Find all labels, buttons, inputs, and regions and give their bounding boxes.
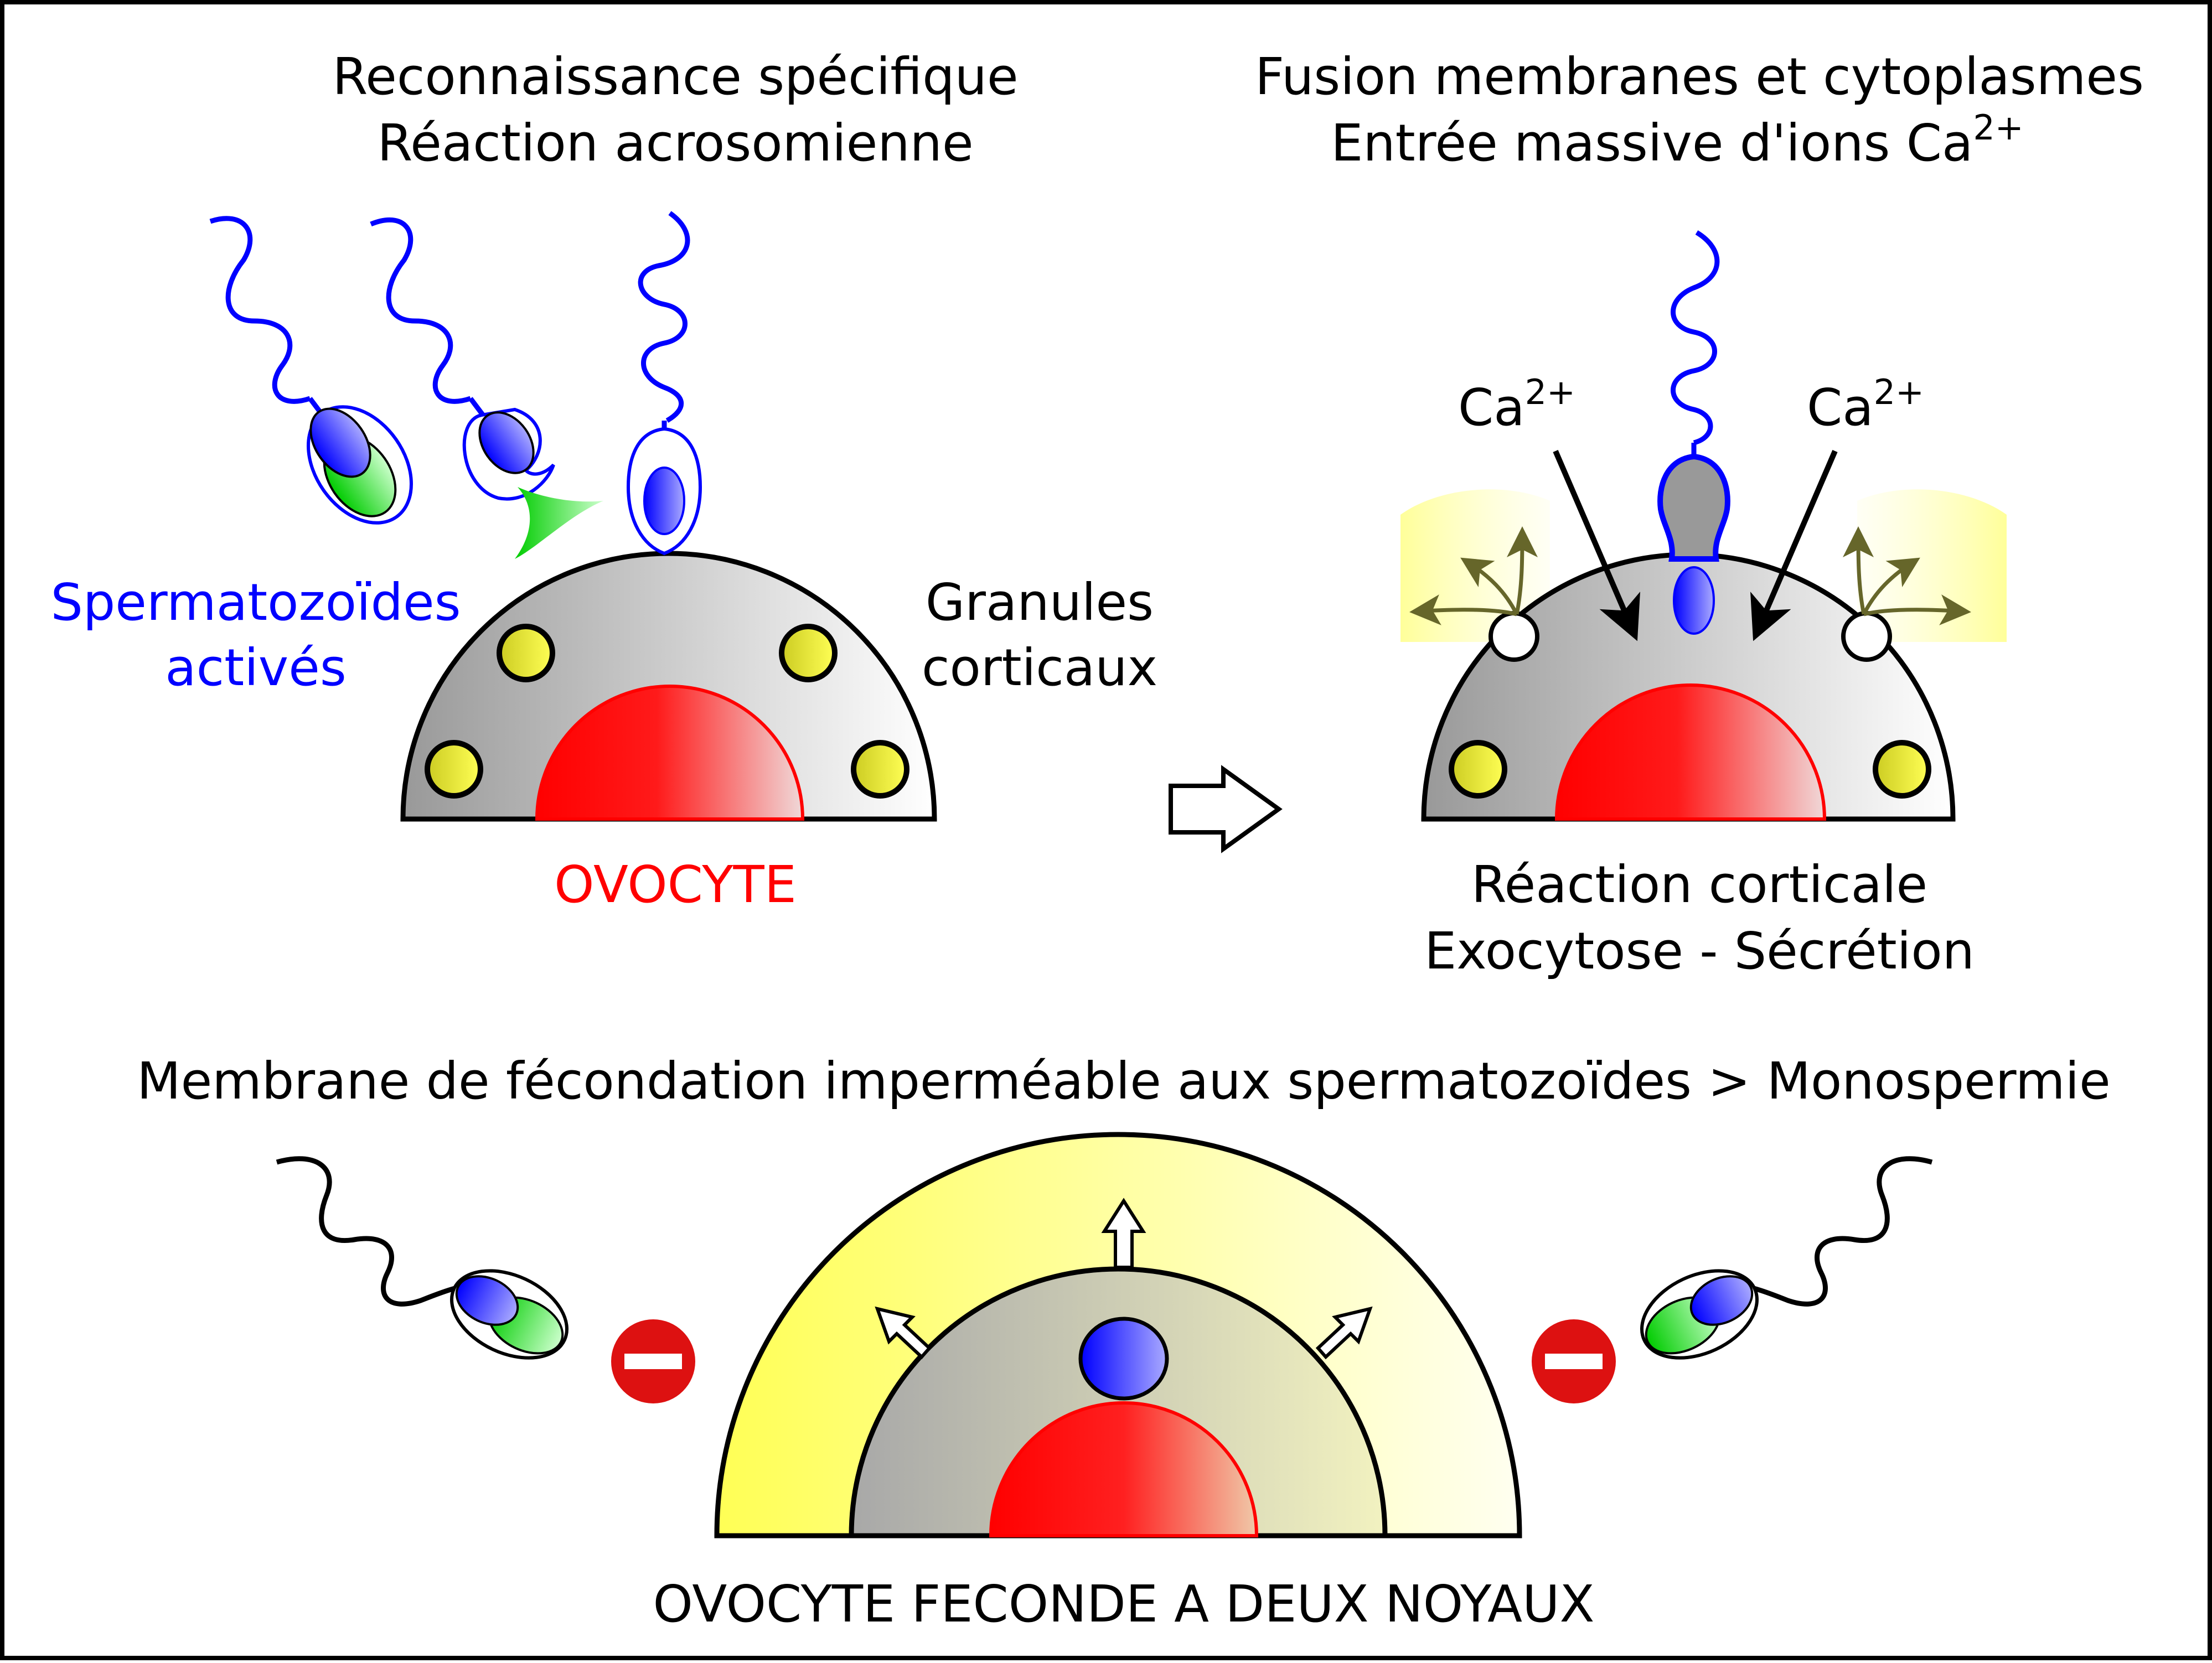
label-activated-sperm-2: activés: [165, 638, 347, 697]
right-arrow-icon: [1169, 765, 1283, 853]
heading-acrosome-reaction: Réaction acrosomienne: [377, 113, 973, 173]
panel-recognition: Reconnaissance spécifique Réaction acros…: [50, 47, 1157, 914]
label-cortical-granules: Granules: [926, 573, 1154, 632]
heading-recognition: Reconnaissance spécifique: [332, 47, 1018, 106]
outward-arrow-icon: [1315, 1306, 1373, 1360]
outward-arrow-icon: [875, 1306, 932, 1360]
sperm-bound: [626, 211, 702, 556]
sperm-acrosome-reacting: [370, 217, 603, 559]
label-cortical-granules-2: corticaux: [922, 638, 1157, 697]
caption-exocytosis: Exocytose - Sécrétion: [1424, 921, 1975, 981]
sperm-blocked-right: [1640, 1156, 1933, 1360]
label-calcium-left: Ca2+: [1458, 372, 1575, 437]
secretion-arrow-icon: [1843, 526, 1971, 625]
male-pronucleus: [1078, 1317, 1169, 1401]
oocyte-nucleus: [535, 685, 805, 821]
panel-fertilization-membrane: Membrane de fécondation imperméable aux …: [137, 1051, 2111, 1634]
acrosome-released: [515, 487, 603, 559]
exocytosing-granule: [1489, 611, 1539, 662]
no-entry-icon: [1532, 1319, 1616, 1403]
label-calcium-right: Ca2+: [1807, 372, 1924, 437]
ca-influx-arrow-icon: [1553, 450, 1640, 641]
outward-arrow-icon: [1101, 1198, 1146, 1269]
cortical-granule: [851, 740, 909, 799]
no-entry-icon: [611, 1319, 695, 1403]
female-pronucleus: [989, 1401, 1259, 1537]
label-activated-sperm: Spermatozoïdes: [50, 573, 461, 632]
caption-fertilized-oocyte: OVOCYTE FECONDE A DEUX NOYAUX: [653, 1574, 1595, 1634]
ca-influx-arrow-icon: [1750, 450, 1838, 641]
heading-calcium-entry: Entrée massive d'ions Ca2+: [1331, 107, 2024, 173]
panel-cortical-reaction: Fusion membranes et cytoplasmes Entrée m…: [1255, 47, 2144, 981]
cortical-granule: [497, 624, 555, 682]
heading-fusion: Fusion membranes et cytoplasmes: [1255, 47, 2144, 106]
cortical-granule: [1873, 740, 1931, 799]
cortical-granule: [779, 624, 838, 682]
sperm-intact: [209, 216, 413, 525]
label-oocyte: OVOCYTE: [554, 855, 797, 914]
cortical-granule: [425, 740, 483, 799]
sperm-blocked-left: [276, 1156, 568, 1360]
sperm-fused: [1657, 230, 1730, 635]
secretion-arrow-icon: [1409, 526, 1538, 625]
caption-cortical-reaction: Réaction corticale: [1471, 855, 1927, 914]
cortical-granule: [1449, 740, 1507, 799]
heading-fertilization-membrane: Membrane de fécondation imperméable aux …: [137, 1051, 2111, 1111]
exocytosing-granule: [1841, 611, 1892, 662]
oocyte-nucleus: [1554, 683, 1827, 821]
